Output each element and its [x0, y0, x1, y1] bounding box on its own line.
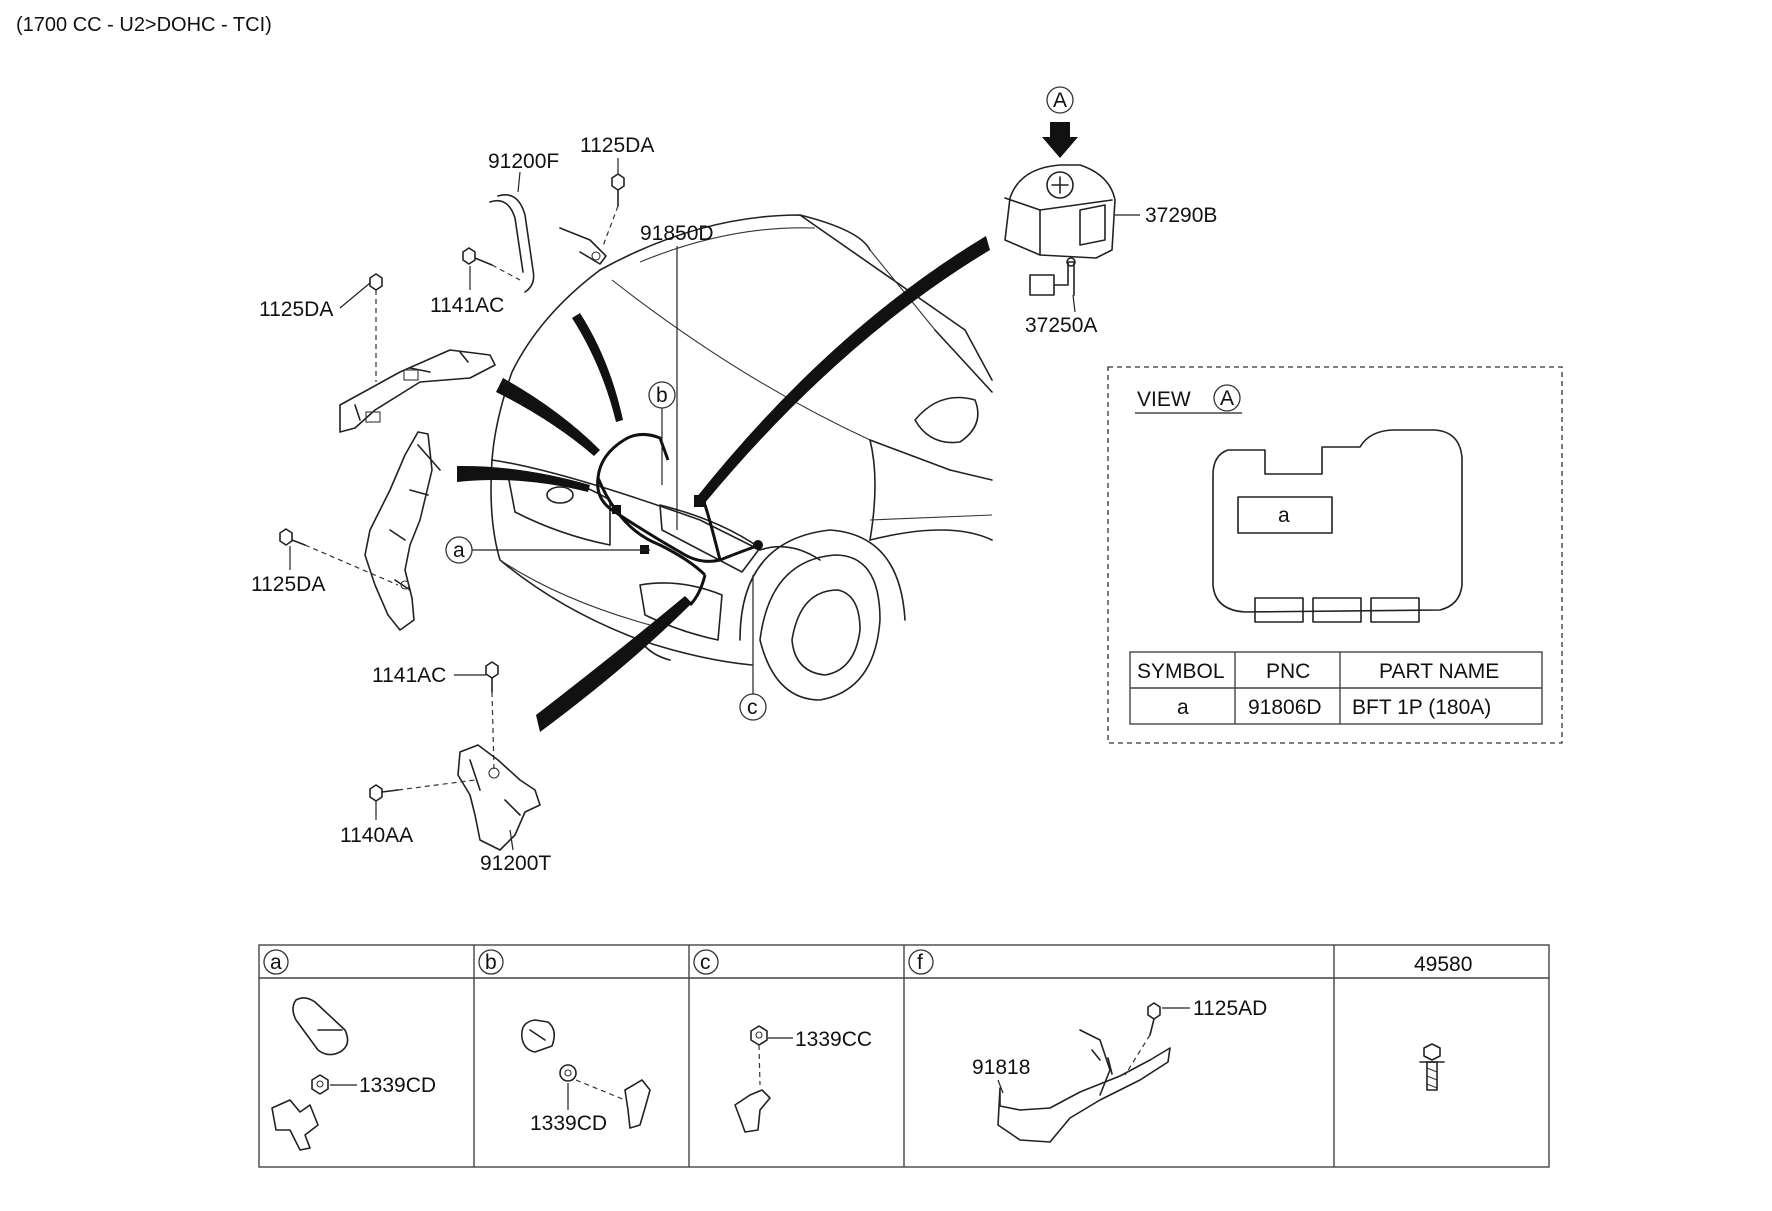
engine-spec-header: (1700 CC - U2>DOHC - TCI): [16, 14, 272, 36]
view-marker-A-top[interactable]: A: [1046, 86, 1074, 114]
bolt-1141AC-top[interactable]: [462, 247, 493, 266]
svg-text:c: c: [747, 696, 758, 719]
detail-b-label-1339CD[interactable]: 1339CD: [530, 1112, 607, 1135]
label-1125DA-mid[interactable]: 1125DA: [259, 298, 333, 321]
ref-marker-a[interactable]: a: [445, 536, 473, 564]
table-cell-pnc: 91806D: [1248, 696, 1322, 719]
label-1125DA-low[interactable]: 1125DA: [251, 573, 325, 596]
ref-marker-b[interactable]: b: [648, 381, 676, 409]
bolt-1125DA-low[interactable]: [279, 528, 306, 546]
detail-f-bolt-1125AD[interactable]: [1124, 1002, 1161, 1076]
bolt-1141AC-low[interactable]: [485, 661, 499, 693]
bracket-long[interactable]: [364, 431, 441, 631]
detail-a-nut[interactable]: [271, 1074, 329, 1151]
fuse-box-outline: [1212, 429, 1463, 613]
part-91200T[interactable]: [457, 744, 541, 851]
svg-text:b: b: [656, 384, 668, 407]
view-title: VIEW: [1137, 388, 1191, 411]
detail-a-label-1339CD[interactable]: 1339CD: [359, 1074, 436, 1097]
detail-b-grommet[interactable]: [520, 1019, 556, 1053]
table-header-part-name: PART NAME: [1379, 660, 1499, 683]
bolt-1140AA[interactable]: [369, 784, 399, 802]
part-37290B[interactable]: [1004, 164, 1116, 259]
part-91200F[interactable]: [489, 194, 607, 293]
bracket-upper[interactable]: [339, 349, 496, 433]
detail-header-a: a: [270, 951, 282, 974]
bolt-1125DA-mid[interactable]: [369, 273, 383, 291]
table-cell-symbol: a: [1177, 696, 1189, 719]
detail-f-bracket-91818[interactable]: [997, 1029, 1171, 1143]
table-header-symbol: SYMBOL: [1137, 660, 1225, 683]
svg-text:a: a: [453, 539, 465, 562]
bolt-1125DA-top[interactable]: [611, 173, 625, 207]
label-91200T[interactable]: 91200T: [480, 852, 551, 875]
label-91200F[interactable]: 91200F: [488, 150, 559, 173]
detail-49580-bolt[interactable]: [1419, 1043, 1445, 1091]
view-arrow-icon: [1042, 122, 1078, 158]
label-1141AC-top[interactable]: 1141AC: [430, 294, 504, 317]
detail-c-nut[interactable]: [734, 1025, 771, 1133]
svg-text:A: A: [1220, 387, 1234, 410]
table-cell-part-name: BFT 1P (180A): [1352, 696, 1491, 719]
detail-header-f: f: [917, 951, 923, 974]
svg-text:A: A: [1053, 89, 1067, 112]
view-a-panel: VIEW A a SYMBOL PNC PART NAME a 91806D B…: [1107, 366, 1563, 744]
label-1141AC-low[interactable]: 1141AC: [372, 664, 446, 687]
detail-f-label-1125AD[interactable]: 1125AD: [1193, 997, 1267, 1020]
detail-f-label-91818[interactable]: 91818: [972, 1056, 1030, 1079]
detail-header-49580: 49580: [1414, 953, 1472, 976]
detail-header-c: c: [700, 951, 711, 974]
detail-c-label-1339CC[interactable]: 1339CC: [795, 1028, 872, 1051]
wiring-harness: [596, 433, 763, 607]
leader-bands: [457, 236, 990, 732]
part-37250A[interactable]: [1029, 257, 1076, 296]
label-37250A[interactable]: 37250A: [1025, 314, 1097, 337]
detail-a-cap[interactable]: [292, 997, 349, 1056]
detail-b-nut[interactable]: [559, 1064, 651, 1129]
ref-marker-c[interactable]: c: [739, 693, 767, 721]
table-header-pnc: PNC: [1266, 660, 1310, 683]
label-1140AA[interactable]: 1140AA: [340, 824, 413, 847]
label-91850D[interactable]: 91850D: [640, 222, 714, 245]
detail-header-b: b: [485, 951, 497, 974]
fuse-table: SYMBOL PNC PART NAME a 91806D BFT 1P (18…: [1129, 651, 1543, 725]
label-37290B[interactable]: 37290B: [1145, 204, 1217, 227]
label-1125DA-top[interactable]: 1125DA: [580, 134, 654, 157]
detail-table: a b c f 49580: [258, 944, 1550, 1168]
fuse-a-label: a: [1278, 504, 1290, 527]
